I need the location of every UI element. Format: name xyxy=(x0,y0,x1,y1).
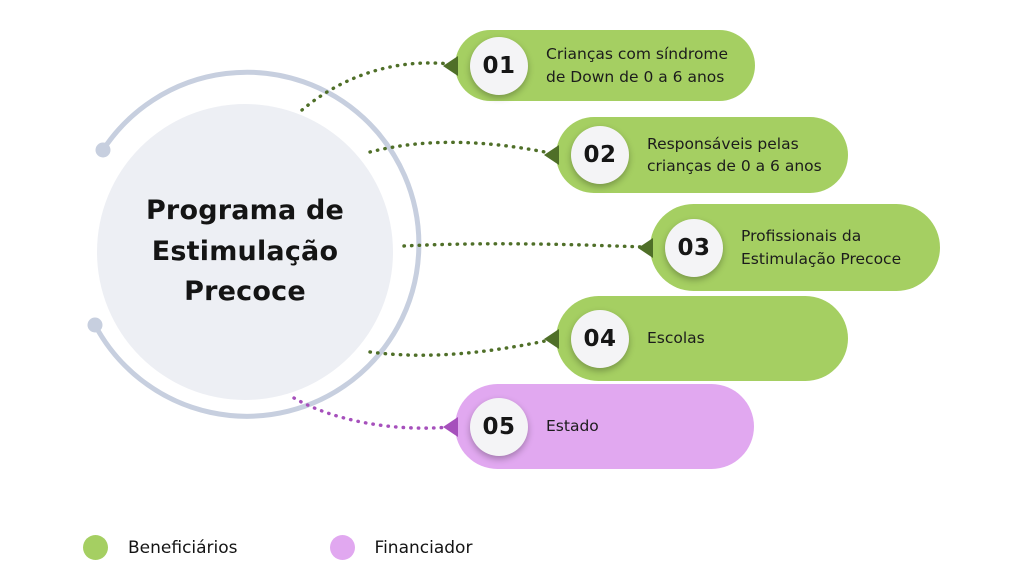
legend-label: Beneficiários xyxy=(128,537,238,558)
pointer-triangle-icon xyxy=(443,416,458,437)
item-number-badge: 02 xyxy=(571,126,629,184)
item-label: Crianças com síndrome de Down de 0 a 6 a… xyxy=(546,45,729,86)
diagram-title: Programa de Estimulação Precoce xyxy=(97,104,393,400)
item-pill-3: 03 Profissionais da Estimulação Precoce xyxy=(638,204,940,291)
legend: Beneficiários Financiador xyxy=(83,535,472,560)
title-line-2: Estimulação xyxy=(151,235,339,267)
connector-line-1 xyxy=(300,61,452,112)
title-line-1: Programa de xyxy=(145,195,345,227)
legend-item-financier: Financiador xyxy=(329,535,473,560)
item-number: 02 xyxy=(583,142,617,168)
item-pill-2: 02 Responsáveis pelas crianças de 0 a 6 … xyxy=(544,117,848,193)
title-line-3: Precoce xyxy=(184,276,306,308)
connector-line-4 xyxy=(368,338,552,357)
ring-arc xyxy=(92,69,422,419)
item-number: 04 xyxy=(583,325,617,352)
center-circle xyxy=(97,104,393,400)
item-number-badge: 03 xyxy=(665,218,723,277)
item-label: Escolas xyxy=(647,329,705,348)
item-number: 05 xyxy=(482,413,516,440)
item-number-badge: 04 xyxy=(571,309,629,368)
legend-item-beneficiaries: Beneficiários xyxy=(83,535,238,560)
connector-line-3 xyxy=(402,242,646,249)
item-pill-4: 04 Escolas xyxy=(544,296,848,381)
legend-dot-purple-icon xyxy=(329,535,355,560)
item-number: 03 xyxy=(677,234,711,261)
item-label: Responsáveis pelas crianças de 0 a 6 ano… xyxy=(647,134,822,175)
item-pill-5: 05 Estado xyxy=(443,384,754,469)
pointer-triangle-icon xyxy=(544,328,559,349)
legend-dot-green-icon xyxy=(83,535,108,560)
item-number-badge: 05 xyxy=(470,397,528,456)
item-label: Profissionais da Estimulação Precoce xyxy=(741,227,902,268)
legend-label: Financiador xyxy=(374,537,473,558)
pointer-triangle-icon xyxy=(544,145,559,165)
connector-line-2 xyxy=(368,140,552,155)
item-number: 01 xyxy=(482,52,516,79)
pointer-triangle-icon xyxy=(638,237,653,258)
connector-line-5 xyxy=(292,396,452,430)
item-pill-1: 01 Crianças com síndrome de Down de 0 a … xyxy=(443,30,755,101)
pointer-triangle-icon xyxy=(443,55,458,76)
ring-dot-top xyxy=(95,142,111,158)
ring-dot-bottom xyxy=(87,317,103,333)
item-number-badge: 01 xyxy=(470,36,528,95)
item-label: Estado xyxy=(546,417,599,436)
